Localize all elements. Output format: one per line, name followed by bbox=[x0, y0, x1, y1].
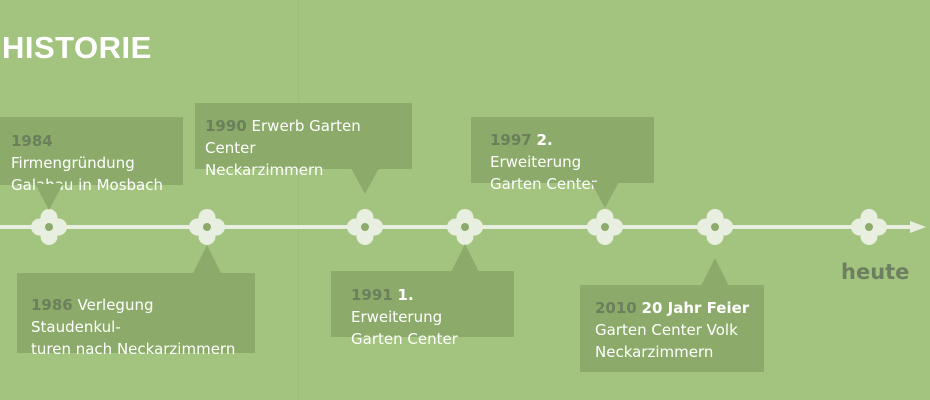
flower-icon[interactable] bbox=[189, 209, 225, 245]
timeline-end-label: heute bbox=[841, 260, 910, 284]
timeline-event-1991: 1991 1. Erweiterung Garten Center bbox=[331, 271, 514, 348]
timeline-event-1997: 1997 2. Erweiterung Garten Center bbox=[471, 117, 654, 193]
callout-pointer bbox=[351, 168, 379, 194]
event-text-line2: Galabau in Mosbach bbox=[11, 176, 164, 194]
event-text: Erweiterung bbox=[351, 308, 443, 326]
event-highlight: 2. bbox=[536, 131, 553, 149]
event-text: Erweiterung bbox=[490, 153, 582, 171]
background-seam bbox=[298, 0, 299, 400]
callout-pointer bbox=[193, 245, 221, 273]
callout-pointer bbox=[451, 244, 479, 272]
timeline-event-2010: 2010 20 Jahr Feier Garten Center Volk Ne… bbox=[580, 285, 764, 372]
timeline-event-1990: 1990 Erwerb Garten Center Neckarzimmern bbox=[195, 103, 412, 179]
event-text-line2: turen nach Neckarzimmern bbox=[31, 340, 236, 358]
flower-icon[interactable] bbox=[697, 209, 733, 245]
event-year: 1990 bbox=[205, 117, 247, 135]
callout-pointer bbox=[701, 258, 729, 286]
event-year: 2010 bbox=[595, 299, 637, 317]
flower-icon[interactable] bbox=[31, 209, 67, 245]
arrow-right-icon bbox=[910, 221, 926, 233]
event-highlight: 20 Jahr Feier bbox=[641, 299, 750, 317]
timeline-event-1986: 1986 Verlegung Staudenkul- turen nach Ne… bbox=[17, 273, 255, 358]
event-year: 1991 bbox=[351, 286, 393, 304]
event-highlight: 1. bbox=[397, 286, 414, 304]
callout-pointer bbox=[591, 182, 619, 208]
flower-icon[interactable] bbox=[851, 209, 887, 245]
page-title: HISTORIE bbox=[2, 30, 152, 65]
event-text-line2: Garten Center bbox=[351, 330, 458, 348]
timeline-event-1984: 1984 Firmengründung Galabau in Mosbach bbox=[0, 117, 183, 194]
event-text-line3: Neckarzimmern bbox=[595, 343, 714, 361]
event-year: 1984 bbox=[11, 132, 53, 150]
event-year: 1997 bbox=[490, 131, 532, 149]
flower-icon[interactable] bbox=[587, 209, 623, 245]
event-text-line2: Neckarzimmern bbox=[205, 161, 324, 179]
flower-icon[interactable] bbox=[447, 209, 483, 245]
event-text-line2: Garten Center Volk bbox=[595, 321, 738, 339]
flower-icon[interactable] bbox=[347, 209, 383, 245]
event-year: 1986 bbox=[31, 296, 73, 314]
event-text: Firmengründung bbox=[11, 154, 135, 172]
callout-pointer bbox=[35, 184, 63, 210]
event-text: Erwerb Garten Center bbox=[205, 117, 361, 157]
event-text-line2: Garten Center bbox=[490, 175, 597, 193]
event-text: Verlegung Staudenkul- bbox=[31, 296, 154, 336]
